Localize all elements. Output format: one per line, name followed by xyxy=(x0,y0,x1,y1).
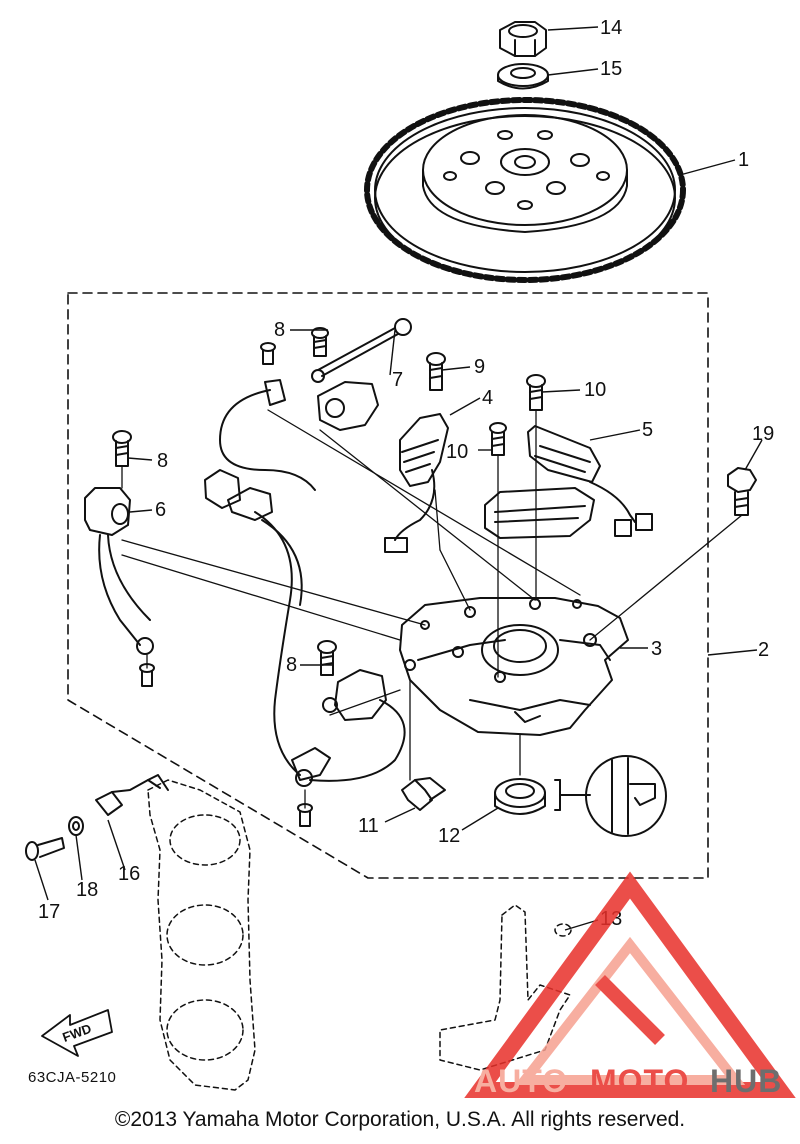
callout-4: 4 xyxy=(482,387,493,409)
automotohub-watermark-logo: AUTO MOTO HUB xyxy=(464,871,796,1099)
callout-8-top: 8 xyxy=(274,319,285,341)
watermark-moto: MOTO xyxy=(590,1063,689,1099)
stator-base-part-3 xyxy=(399,597,629,736)
seal-detail-callout xyxy=(585,755,667,837)
charge-coil-part-4 xyxy=(384,413,449,553)
callout-8-lower: 8 xyxy=(286,654,297,676)
flywheel-part-1 xyxy=(364,97,686,283)
wire-harness xyxy=(204,469,331,787)
callout-5: 5 xyxy=(642,419,653,441)
callout-12: 12 xyxy=(438,825,460,847)
screw-part-8-top xyxy=(311,327,329,357)
screw-part-9 xyxy=(426,352,446,391)
screw-part-8-left xyxy=(112,430,132,467)
callout-9: 9 xyxy=(474,356,485,378)
callout-10-center: 10 xyxy=(446,441,468,463)
callout-15: 15 xyxy=(600,58,622,80)
crankshaft-outline xyxy=(439,904,572,1071)
callout-3: 3 xyxy=(651,638,662,660)
screw-part-17 xyxy=(25,837,65,861)
screw-part-10-center xyxy=(489,422,507,456)
watermark-hub: HUB xyxy=(710,1063,782,1099)
ignition-coil-lower xyxy=(309,669,406,782)
nut-part-14 xyxy=(499,21,547,57)
diagram-code: 63CJA-5210 xyxy=(28,1069,116,1086)
callout-6: 6 xyxy=(155,499,166,521)
callout-17: 17 xyxy=(38,901,60,923)
washer-part-18 xyxy=(68,816,84,836)
ignition-coil-upper xyxy=(219,379,379,491)
clip-part-16 xyxy=(95,774,169,816)
fwd-arrow-icon xyxy=(41,1009,113,1057)
callout-8-left: 8 xyxy=(157,450,168,472)
pulser-coil-part-6 xyxy=(84,487,154,655)
lighting-coil-part-5 xyxy=(484,425,653,539)
seal-part-12 xyxy=(494,778,591,815)
callout-10-right: 10 xyxy=(584,379,606,401)
callout-19: 19 xyxy=(752,423,774,445)
callout-16: 16 xyxy=(118,863,140,885)
callout-14: 14 xyxy=(600,17,622,39)
callout-18: 18 xyxy=(76,879,98,901)
callout-11: 11 xyxy=(358,815,379,837)
bolt-part-19 xyxy=(727,467,757,516)
callout-2: 2 xyxy=(758,639,769,661)
screw-part-8-lower xyxy=(317,640,337,676)
leader-lines xyxy=(34,26,763,931)
clamp-part-11 xyxy=(401,777,446,811)
copyright-notice: ©2013 Yamaha Motor Corporation, U.S.A. A… xyxy=(114,1108,686,1131)
assembly-boundary-2 xyxy=(67,292,709,879)
callout-7: 7 xyxy=(392,369,403,391)
screw-part-8-small xyxy=(260,342,276,365)
washer-part-15 xyxy=(497,63,549,90)
watermark-auto: AUTO xyxy=(474,1063,568,1099)
crankcase-outline xyxy=(147,779,256,1091)
callout-1: 1 xyxy=(738,149,749,171)
alignment-lines xyxy=(121,409,743,809)
ground-lead-part-7 xyxy=(311,318,412,383)
